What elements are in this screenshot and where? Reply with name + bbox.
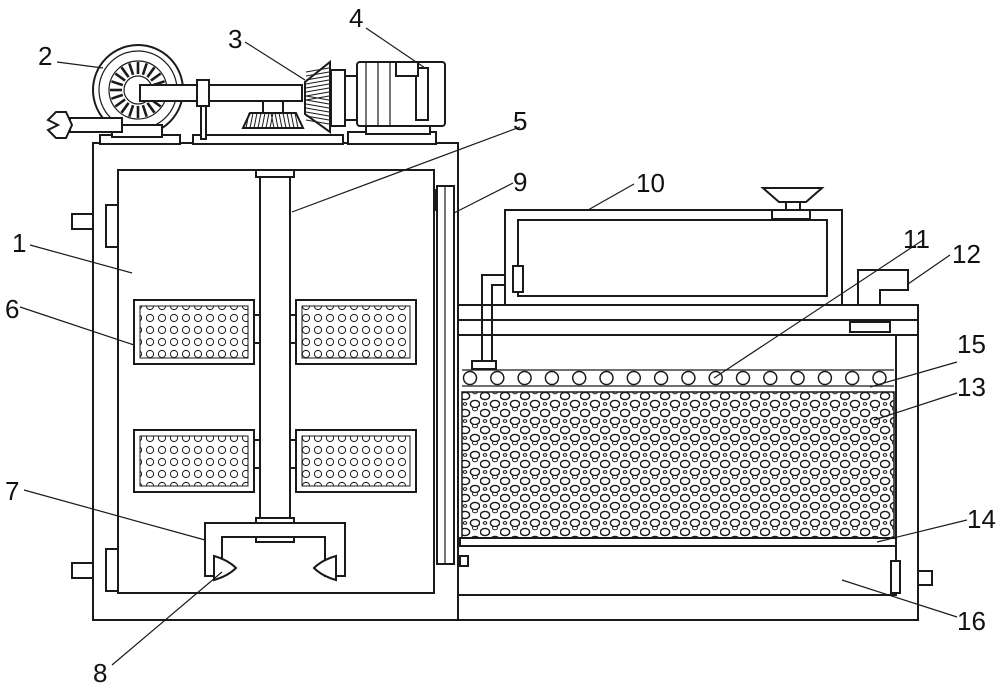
spray-nozzle — [844, 370, 860, 386]
gear-tooth — [294, 112, 299, 129]
gear-tooth — [257, 112, 262, 129]
label-7: 7 — [5, 476, 19, 506]
spray-nozzle — [599, 370, 614, 386]
support-plate — [459, 537, 897, 567]
horizontal-gear-teeth — [245, 112, 299, 129]
gear-tooth — [290, 112, 295, 129]
gear-tooth — [305, 115, 330, 121]
filter-media — [461, 391, 895, 539]
impeller-blade — [114, 72, 126, 82]
label-6: 6 — [5, 294, 19, 324]
gear-tooth — [282, 112, 287, 129]
mesh-plates — [133, 299, 417, 493]
gear-tooth — [269, 112, 274, 129]
connecting-pipe — [471, 274, 891, 370]
gear-tooth — [278, 112, 283, 129]
gear-tooth — [305, 91, 330, 97]
impeller-blade — [120, 66, 130, 78]
label-15: 15 — [957, 329, 986, 359]
gear-tooth — [305, 103, 330, 109]
spray-nozzle — [735, 370, 751, 386]
gear-tooth — [274, 112, 279, 129]
leader-lines — [19, 27, 968, 666]
label-13: 13 — [957, 372, 986, 402]
impeller-blade — [141, 104, 148, 118]
gear-tooth — [305, 79, 330, 85]
drive-shaft — [139, 79, 303, 140]
label-4: 4 — [349, 3, 363, 33]
spray-nozzle — [626, 370, 642, 386]
bevel-gears — [241, 59, 331, 134]
label-9: 9 — [513, 167, 527, 197]
spray-nozzle — [571, 370, 587, 386]
gear-tooth — [305, 71, 330, 77]
guide-rail — [436, 185, 455, 565]
label-3: 3 — [228, 24, 242, 54]
spray-pipe — [462, 369, 894, 387]
spray-nozzle — [517, 370, 532, 386]
spray-nozzle — [763, 370, 778, 386]
impeller-blade — [120, 102, 130, 114]
motor — [330, 61, 446, 135]
gear-tooth — [261, 112, 266, 129]
spray-nozzle — [790, 370, 805, 386]
impeller-blade — [128, 62, 135, 76]
impeller-blade — [141, 62, 148, 76]
impeller-blade — [146, 102, 156, 114]
pump-wheel — [92, 44, 184, 138]
gear-tooth — [305, 107, 330, 113]
impeller-blade — [110, 80, 124, 87]
stirring-shaft — [255, 169, 295, 543]
upper-water-tank — [504, 187, 843, 306]
gear-tooth — [305, 99, 330, 105]
spray-nozzle — [544, 370, 560, 386]
label-16: 16 — [957, 606, 986, 636]
spray-nozzle — [462, 370, 478, 386]
spray-nozzle — [681, 370, 696, 386]
label-11: 11 — [903, 224, 930, 254]
impeller-blade — [150, 72, 162, 82]
label-14: 14 — [967, 504, 996, 534]
side-brackets — [71, 189, 444, 592]
gear-tooth — [249, 112, 254, 129]
impeller-blade — [128, 104, 135, 118]
spray-nozzle — [490, 370, 505, 386]
vertical-gear-teeth — [305, 67, 330, 125]
gear-tooth — [265, 112, 270, 129]
gear-tooth — [305, 83, 330, 89]
impeller-blade — [146, 66, 156, 78]
scraper-arms — [204, 522, 346, 582]
gear-tooth — [305, 87, 330, 93]
gear-tooth — [305, 111, 330, 117]
spray-nozzles — [462, 370, 887, 386]
spray-nozzle — [817, 370, 833, 386]
gear-tooth — [270, 112, 275, 129]
impeller-blade — [110, 93, 124, 100]
impeller-blade — [114, 98, 126, 108]
gear-tooth — [305, 75, 330, 81]
label-5: 5 — [513, 106, 527, 136]
inlet-pipe — [46, 111, 123, 139]
label-10: 10 — [636, 168, 665, 198]
part-labels: 1 2 3 4 5 6 7 8 9 10 11 12 15 13 14 16 — [5, 3, 996, 688]
gear-tooth — [253, 112, 258, 129]
gear-tooth — [245, 112, 250, 129]
gear-tooth — [286, 112, 291, 129]
outlet-pipe — [857, 269, 909, 306]
gear-tooth — [305, 119, 330, 125]
gear-tooth — [305, 95, 330, 101]
label-2: 2 — [38, 41, 52, 71]
sludge-drawer — [890, 560, 933, 594]
label-8: 8 — [93, 658, 107, 688]
spray-nozzle — [653, 370, 669, 386]
label-12: 12 — [952, 239, 981, 269]
label-1: 1 — [12, 228, 26, 258]
gear-tooth — [305, 67, 330, 73]
